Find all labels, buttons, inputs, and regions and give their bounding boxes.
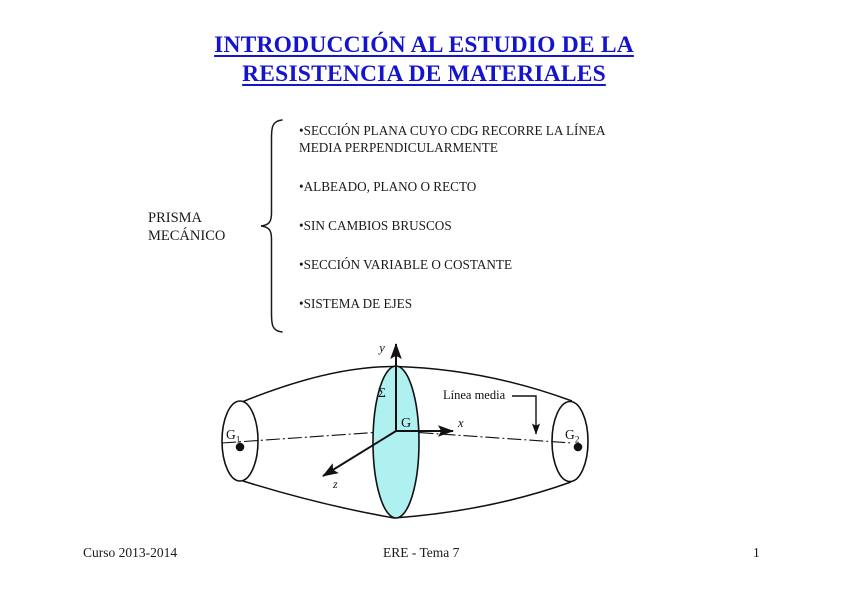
prism-diagram-svg: y x z G Σ G1 G2 Línea media xyxy=(221,341,589,519)
slide-footer: Curso 2013-2014 ERE - Tema 7 1 xyxy=(0,545,848,569)
bullet-text: SIN CAMBIOS BRUSCOS xyxy=(303,218,452,233)
left-centroid-dot xyxy=(235,442,245,452)
left-centroid-label: G1 xyxy=(226,427,241,446)
bullet-text: ALBEADO, PLANO O RECTO xyxy=(303,179,477,194)
bullet-marker: • xyxy=(299,257,304,272)
bullet-list: •SECCIÓN PLANA CUYO CDG RECORRE LA LÍNEA… xyxy=(299,122,649,312)
list-item: •SECCIÓN VARIABLE O COSTANTE xyxy=(299,256,649,273)
bullet-marker: • xyxy=(299,179,304,194)
mid-line-label: Línea media xyxy=(443,388,506,402)
right-centroid-dot xyxy=(573,442,583,452)
prism-bottom-right-outline xyxy=(393,481,572,519)
bullet-text: SISTEMA DE EJES xyxy=(303,296,413,311)
mid-line-leader xyxy=(512,395,541,435)
section-label: Σ xyxy=(378,385,386,400)
right-centroid-label: G2 xyxy=(565,427,580,446)
mid-line-axis xyxy=(221,430,573,444)
concept-label-line-1: PRISMA xyxy=(148,210,202,226)
prism-top-right-outline xyxy=(395,365,573,402)
x-axis-label: x xyxy=(457,416,464,430)
right-centroid-letter: G xyxy=(565,427,575,442)
curly-brace-svg xyxy=(260,119,283,333)
concept-label: PRISMA MECÁNICO xyxy=(148,209,225,245)
bullet-marker: • xyxy=(299,123,304,138)
title-line-1: INTRODUCCIÓN AL ESTUDIO DE LA xyxy=(214,32,634,58)
prism-top-left-outline xyxy=(241,365,397,403)
left-centroid-letter: G xyxy=(226,427,236,442)
curly-brace-path xyxy=(260,119,283,333)
bullet-marker: • xyxy=(299,218,304,233)
title-line-2-wrapper: RESISTENCIA DE MATERIALES xyxy=(110,61,738,88)
list-item: •SECCIÓN PLANA CUYO CDG RECORRE LA LÍNEA… xyxy=(299,122,649,156)
bullet-text: SECCIÓN VARIABLE O COSTANTE xyxy=(303,257,512,272)
curly-brace xyxy=(258,118,292,334)
title-line-2: RESISTENCIA DE MATERIALES xyxy=(242,61,606,87)
left-centroid-sub: 1 xyxy=(236,436,241,446)
list-item: •SIN CAMBIOS BRUSCOS xyxy=(299,217,649,234)
footer-course: Curso 2013-2014 xyxy=(83,545,178,560)
footer-page-number: 1 xyxy=(753,545,760,560)
right-centroid-sub: 2 xyxy=(575,436,580,446)
prism-bottom-left-outline xyxy=(242,480,395,519)
footer-topic: ERE - Tema 7 xyxy=(383,545,460,560)
bullet-marker: • xyxy=(299,296,304,311)
bullet-text: SECCIÓN PLANA CUYO CDG RECORRE LA LÍNEA … xyxy=(299,123,605,155)
page-title: INTRODUCCIÓN AL ESTUDIO DE LA RESISTENCI… xyxy=(110,32,738,88)
prism-diagram: y x z G Σ G1 G2 Línea media xyxy=(200,333,630,538)
left-end-section xyxy=(221,400,259,482)
y-axis-label: y xyxy=(377,341,385,355)
centroid-label: G xyxy=(401,416,411,431)
list-item: •ALBEADO, PLANO O RECTO xyxy=(299,178,649,195)
z-axis xyxy=(322,430,397,477)
z-axis-label: z xyxy=(332,477,338,491)
concept-label-line-2: MECÁNICO xyxy=(148,228,226,244)
list-item: •SISTEMA DE EJES xyxy=(299,295,649,312)
